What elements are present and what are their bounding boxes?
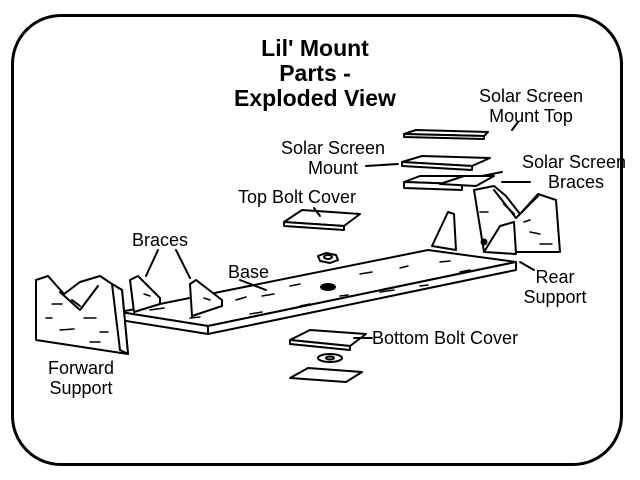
rear-support-part <box>473 185 561 255</box>
diagram-title: Lil' Mount Parts - Exploded View <box>210 36 420 111</box>
label-line: Braces <box>547 172 604 192</box>
label-line: Solar Screen <box>280 138 386 158</box>
forward-brace-right <box>189 279 223 317</box>
rear-brace-single <box>431 211 457 251</box>
label-line: Support <box>49 378 113 398</box>
nut-part <box>317 252 339 264</box>
forward-brace-left <box>129 275 161 313</box>
label-top-bolt-cover: Top Bolt Cover <box>238 187 357 207</box>
label-rear-support: Rear Support <box>512 267 598 307</box>
bottom-washer-part <box>317 353 343 363</box>
solar-screen-mount-top-part <box>403 129 489 140</box>
label-line: Mount Top <box>489 106 573 126</box>
bottom-plate-part <box>289 367 363 383</box>
title-line-2: Parts - <box>279 60 351 86</box>
solar-screen-braces-part <box>403 175 495 191</box>
label-base: Base <box>228 262 270 282</box>
label-solar-screen-mount-top: Solar Screen Mount Top <box>466 86 596 126</box>
title-line-1: Lil' Mount <box>261 35 369 61</box>
label-bottom-bolt-cover: Bottom Bolt Cover <box>372 328 519 348</box>
forward-support-part <box>35 275 129 355</box>
label-line: Solar Screen <box>478 86 584 106</box>
top-bolt-cover-part <box>283 209 361 231</box>
bottom-bolt-cover-part <box>289 329 367 351</box>
label-solar-screen-mount: Solar Screen Mount <box>268 138 398 178</box>
label-line: Solar Screen <box>521 152 626 172</box>
title-line-3: Exploded View <box>234 85 396 111</box>
solar-screen-mount-part <box>401 155 491 171</box>
leader-lines <box>145 121 535 339</box>
label-braces: Braces <box>132 230 189 250</box>
base-part <box>119 249 517 335</box>
label-forward-support: Forward Support <box>36 358 126 398</box>
label-line: Forward <box>47 358 114 378</box>
label-line: Mount <box>307 158 359 178</box>
label-line: Support <box>523 287 587 307</box>
label-solar-screen-braces: Solar Screen Braces <box>498 152 626 192</box>
label-line: Rear <box>535 267 575 287</box>
